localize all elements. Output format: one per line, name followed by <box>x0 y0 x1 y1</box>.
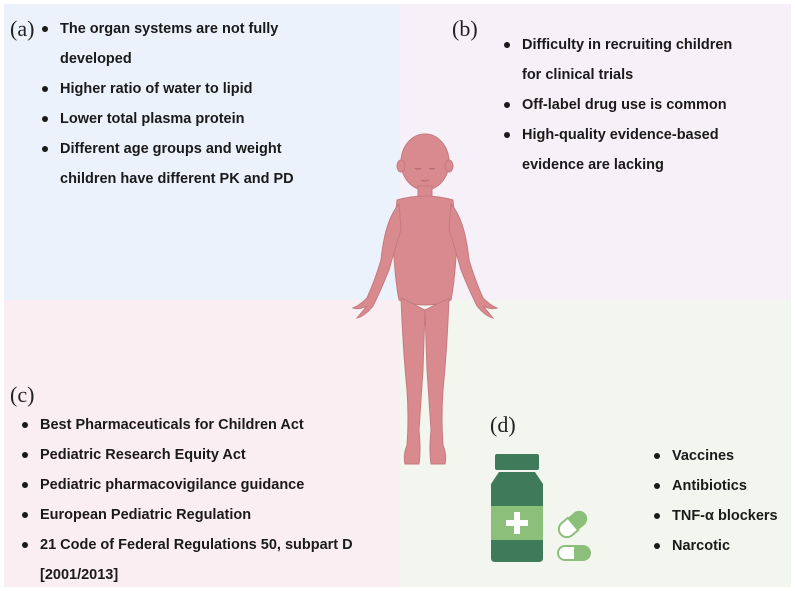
panel-c-item: European Pediatric Regulation <box>18 500 358 530</box>
panel-b-list: Difficulty in recruiting children for cl… <box>500 30 740 180</box>
panel-d-item: Narcotic <box>650 531 790 561</box>
medicine-bottle-icon <box>491 454 591 562</box>
panel-c-item: 21 Code of Federal Regulations 50, subpa… <box>18 530 358 590</box>
panel-a-item: Higher ratio of water to lipid <box>38 74 338 104</box>
panel-d-label: (d) <box>490 412 516 437</box>
panel-c-item: Best Pharmaceuticals for Children Act <box>18 410 358 440</box>
panel-a-item: Lower total plasma protein <box>38 104 338 134</box>
panel-b-item: Difficulty in recruiting children for cl… <box>500 30 740 90</box>
panel-d-item: TNF-α blockers <box>650 501 790 531</box>
panel-a-item: Different age groups and weight children… <box>38 134 338 194</box>
panel-b-item: High-quality evidence-based evidence are… <box>500 120 740 180</box>
panel-d-item: Antibiotics <box>650 471 790 501</box>
panel-c-label: (c) <box>10 382 35 407</box>
child-figure-icon <box>351 133 499 465</box>
panel-d-item: Vaccines <box>650 441 790 471</box>
panel-c-background <box>4 300 400 587</box>
panel-a-background <box>4 4 400 300</box>
panel-d-background <box>400 300 791 587</box>
panel-d-list: Vaccines Antibiotics TNF-α blockers Narc… <box>650 441 790 561</box>
panel-c-item: Pediatric Research Equity Act <box>18 440 358 470</box>
panel-a-label: (a) <box>10 16 35 41</box>
panel-b-item: Off-label drug use is common <box>500 90 740 120</box>
panel-a-item: The organ systems are not fully develope… <box>38 14 338 74</box>
capsule-icon <box>557 510 591 561</box>
panel-c-item: Pediatric pharmacovigilance guidance <box>18 470 358 500</box>
panel-a-list: The organ systems are not fully develope… <box>38 14 338 194</box>
panel-b-label: (b) <box>452 16 478 41</box>
panel-c-list: Best Pharmaceuticals for Children Act Pe… <box>18 410 358 590</box>
